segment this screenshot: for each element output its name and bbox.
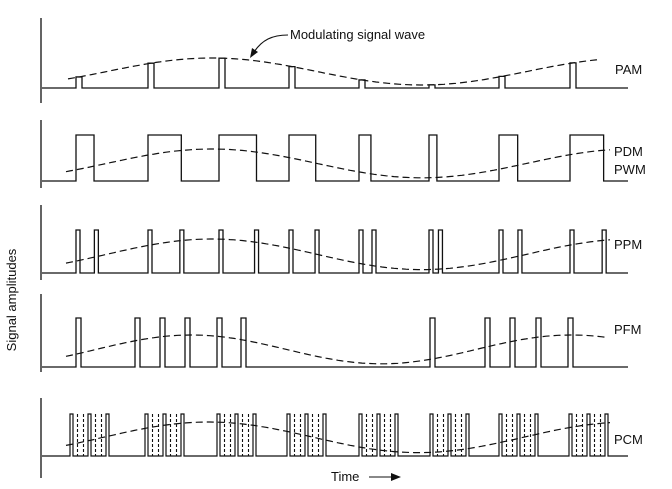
time-arrowhead: [391, 473, 401, 481]
modulating-wave-envelope: [65, 334, 607, 365]
pam-panel: [42, 57, 628, 89]
modulating-wave-envelope: [65, 238, 611, 271]
x-axis-label: Time: [331, 469, 359, 484]
panel-label-pcm: PCM: [614, 432, 643, 447]
ppm-pulse-train: [42, 229, 628, 274]
pam-pulse-train: [42, 57, 628, 89]
panel-label-ppm: PPM: [614, 237, 642, 252]
y-axis-label: Signal amplitudes: [4, 248, 19, 351]
panel-label-pwm: PWM: [614, 162, 646, 177]
pfm-pulse-train: [42, 317, 628, 368]
modulating-wave-envelope: [65, 148, 611, 179]
pfm-panel: [42, 317, 628, 368]
annotation-text: Modulating signal wave: [290, 27, 425, 42]
pcm-pulse-train: [42, 413, 628, 457]
annotation-arrowhead: [250, 48, 258, 58]
pdm-panel: [42, 134, 628, 182]
annotation-arrow-line: [253, 34, 289, 53]
ppm-panel: [42, 229, 628, 274]
modulating-wave-envelope: [67, 57, 601, 86]
pcm-panel: [42, 413, 628, 457]
panel-label-pam: PAM: [615, 62, 642, 77]
modulating-wave-envelope: [65, 421, 611, 454]
pdm-pulse-train: [42, 134, 628, 182]
panel-label-pfm: PFM: [614, 322, 641, 337]
panel-label-pdm: PDM: [614, 144, 643, 159]
